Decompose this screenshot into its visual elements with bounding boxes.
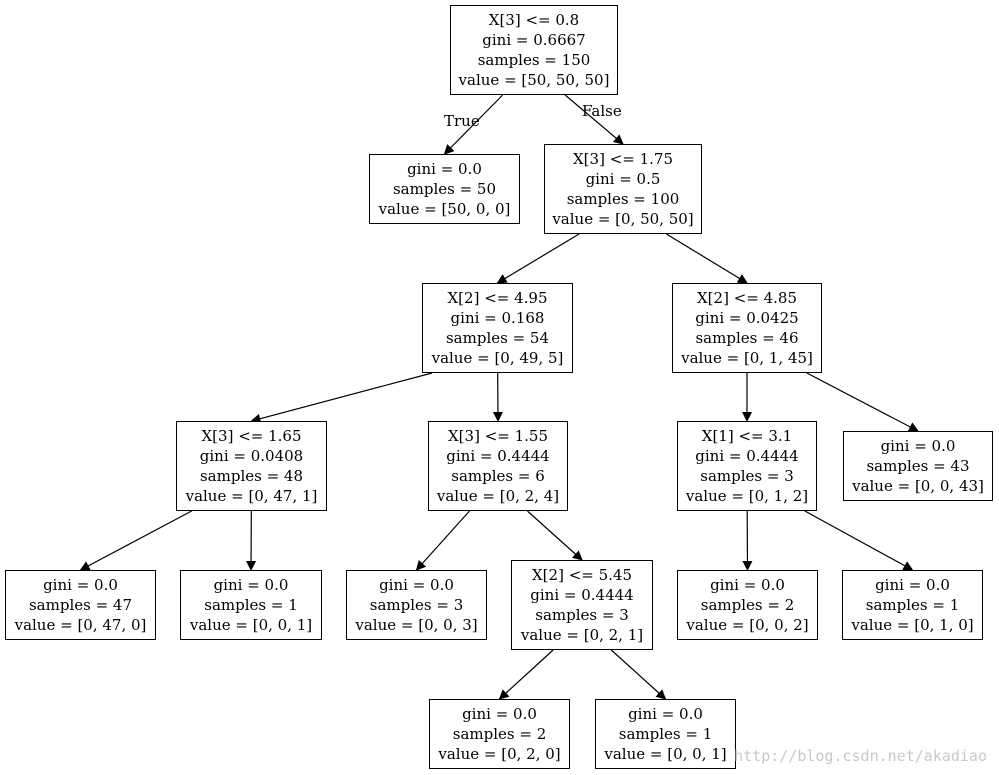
tree-node: gini = 0.0 samples = 50 value = [50, 0, 0] <box>369 154 520 224</box>
node-text-line: samples = 48 <box>199 467 304 485</box>
node-text-line: samples = 43 <box>866 457 970 475</box>
tree-node: X[3] <= 1.55 gini = 0.4444 samples = 6 valu… <box>428 421 568 511</box>
tree-edge-arrow <box>666 233 748 284</box>
tree-edge-arrow <box>564 94 624 145</box>
node-text-line: gini = 0.0 <box>628 705 703 723</box>
node-text-line: samples = 54 <box>445 329 550 347</box>
node-text-line: value = [0, 2, 4] <box>436 487 560 505</box>
tree-edge-arrow <box>250 372 433 424</box>
node-text-line: samples = 47 <box>28 596 133 614</box>
tree-edge-arrow <box>610 649 667 700</box>
tree-edge-arrow <box>496 233 580 284</box>
node-text-line: gini = 0.5 <box>585 170 661 188</box>
node-text-line: value = [0, 0, 2] <box>686 616 809 634</box>
node-text-line: gini = 0.0 <box>43 576 118 594</box>
tree-edge-arrow <box>526 510 583 561</box>
node-text-line: value = [0, 0, 1] <box>189 616 313 634</box>
node-text-line: samples = 50 <box>392 180 497 198</box>
tree-node: gini = 0.0 samples = 3 value = [0, 0, 3] <box>346 570 487 640</box>
node-text-line: samples = 2 <box>452 725 547 743</box>
node-text-line: X[3] <= 1.65 <box>201 427 302 445</box>
tree-node: gini = 0.0 samples = 1 value = [0, 1, 0] <box>842 570 983 640</box>
tree-node: gini = 0.0 samples = 47 value = [0, 47, 0] <box>5 570 156 640</box>
node-text-line: gini = 0.0 <box>710 576 785 594</box>
tree-node: gini = 0.0 samples = 2 value = [0, 0, 2] <box>677 570 818 640</box>
node-text-line: value = [0, 47, 0] <box>14 616 147 634</box>
node-text-line: gini = 0.0 <box>880 437 956 455</box>
node-text-line: value = [0, 47, 1] <box>185 487 318 505</box>
node-text-line: value = [0, 50, 50] <box>552 210 694 228</box>
node-text-line: gini = 0.0425 <box>695 309 799 327</box>
tree-node: gini = 0.0 samples = 43 value = [0, 0, 43] <box>843 431 993 501</box>
node-text-line: X[3] <= 1.75 <box>573 150 673 168</box>
node-text-line: X[2] <= 4.95 <box>447 289 548 307</box>
node-text-line: value = [0, 2, 1] <box>520 626 644 644</box>
node-text-line: samples = 150 <box>477 51 591 69</box>
node-text-line: value = [0, 1, 45] <box>681 349 813 367</box>
node-text-line: samples = 100 <box>566 190 680 208</box>
tree-node: X[2] <= 5.45 gini = 0.4444 samples = 3 valu… <box>511 560 653 650</box>
node-text-line: samples = 1 <box>204 596 298 614</box>
node-text-line: X[3] <= 0.8 <box>488 11 580 29</box>
tree-edge-arrow <box>443 94 504 155</box>
node-text-line: value = [50, 50, 50] <box>458 71 610 89</box>
node-text-line: samples = 46 <box>695 329 799 347</box>
node-text-line: value = [0, 1, 0] <box>851 616 974 634</box>
tree-edge-arrow <box>806 372 919 432</box>
edge-label-true: True <box>444 112 480 130</box>
node-text-line: gini = 0.6667 <box>482 31 586 49</box>
node-text-line: value = [0, 0, 1] <box>604 745 727 763</box>
node-text-line: value = [0, 1, 2] <box>685 487 809 505</box>
node-text-line: samples = 1 <box>618 725 713 743</box>
node-text-line: value = [0, 2, 0] <box>438 745 561 763</box>
node-text-line: gini = 0.4444 <box>695 447 799 465</box>
node-text-line: gini = 0.0 <box>875 576 950 594</box>
tree-node: X[2] <= 4.85 gini = 0.0425 samples = 46 val… <box>672 283 822 373</box>
node-text-line: gini = 0.0 <box>462 705 537 723</box>
tree-edge-arrow <box>79 510 192 571</box>
tree-node: X[2] <= 4.95 gini = 0.168 samples = 54 valu… <box>422 283 573 373</box>
node-text-line: gini = 0.0 <box>379 576 454 594</box>
node-text-line: X[2] <= 5.45 <box>532 566 632 584</box>
tree-node: gini = 0.0 samples = 1 value = [0, 0, 1] <box>180 570 322 640</box>
edge-label-false: False <box>582 102 622 120</box>
node-text-line: X[1] <= 3.1 <box>701 427 793 445</box>
tree-edge-arrow <box>804 510 914 571</box>
tree-node: X[1] <= 3.1 gini = 0.4444 samples = 3 value… <box>677 421 817 511</box>
node-text-line: gini = 0.4444 <box>446 447 550 465</box>
node-text-line: gini = 0.0 <box>407 160 482 178</box>
node-text-line: samples = 6 <box>451 467 545 485</box>
tree-edge-arrow <box>498 649 554 700</box>
tree-node: X[3] <= 0.8 gini = 0.6667 samples = 150 val… <box>450 5 618 95</box>
node-text-line: X[3] <= 1.55 <box>448 427 548 445</box>
tree-node: gini = 0.0 samples = 2 value = [0, 2, 0] <box>429 699 570 769</box>
node-text-line: gini = 0.168 <box>450 309 545 327</box>
node-text-line: gini = 0.4444 <box>530 586 634 604</box>
node-text-line: gini = 0.0408 <box>199 447 304 465</box>
node-text-line: value = [0, 49, 5] <box>431 349 564 367</box>
tree-node: gini = 0.0 samples = 1 value = [0, 0, 1] <box>595 699 736 769</box>
node-text-line: X[2] <= 4.85 <box>697 289 797 307</box>
tree-edge-arrow <box>415 510 470 571</box>
tree-node: X[3] <= 1.65 gini = 0.0408 samples = 48 val… <box>176 421 327 511</box>
node-text-line: samples = 3 <box>700 467 794 485</box>
node-text-line: value = [0, 0, 3] <box>355 616 478 634</box>
node-text-line: value = [0, 0, 43] <box>852 477 984 495</box>
node-text-line: value = [50, 0, 0] <box>378 200 511 218</box>
node-text-line: samples = 3 <box>535 606 629 624</box>
node-text-line: gini = 0.0 <box>213 576 289 594</box>
node-text-line: samples = 2 <box>700 596 795 614</box>
watermark-text: http://blog.csdn.net/akadiao <box>734 747 987 765</box>
node-text-line: samples = 3 <box>369 596 464 614</box>
tree-node: X[3] <= 1.75 gini = 0.5 samples = 100 value… <box>544 144 702 234</box>
node-text-line: samples = 1 <box>865 596 960 614</box>
